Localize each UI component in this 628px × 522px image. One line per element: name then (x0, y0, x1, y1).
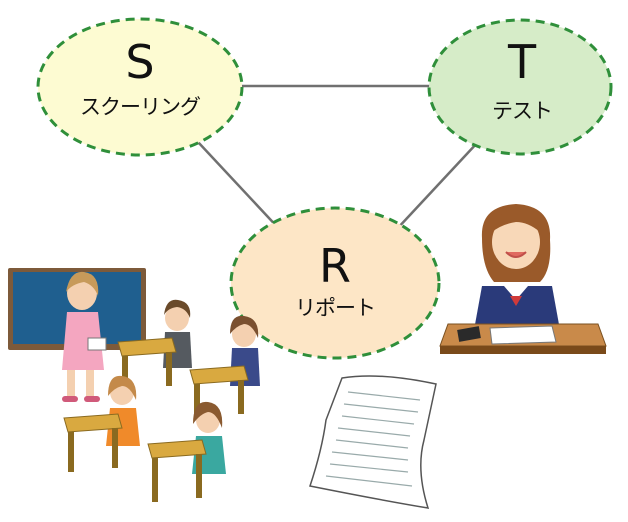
report-paper-illustration (309, 375, 437, 509)
node-t: T テスト (427, 18, 613, 156)
node-t-ellipse (427, 18, 613, 156)
node-t-letter: T (507, 35, 537, 89)
classroom-illustration (8, 268, 260, 502)
teacher-figure (62, 271, 107, 402)
connector-lines (197, 84, 479, 233)
node-r-label: リポート (295, 296, 375, 320)
node-s-label: スクーリング (80, 95, 201, 119)
node-r-ellipse (229, 206, 441, 360)
student-test-illustration (439, 204, 607, 354)
edge-s-r (197, 141, 283, 233)
student-desks (63, 299, 260, 502)
node-r-letter: R (319, 239, 351, 293)
node-s-letter: S (125, 35, 154, 89)
edge-t-r (395, 141, 479, 231)
node-s: S スクーリング (36, 17, 244, 157)
node-s-ellipse (36, 17, 244, 157)
node-t-label: テスト (492, 99, 552, 123)
node-r: R リポート (229, 206, 441, 360)
